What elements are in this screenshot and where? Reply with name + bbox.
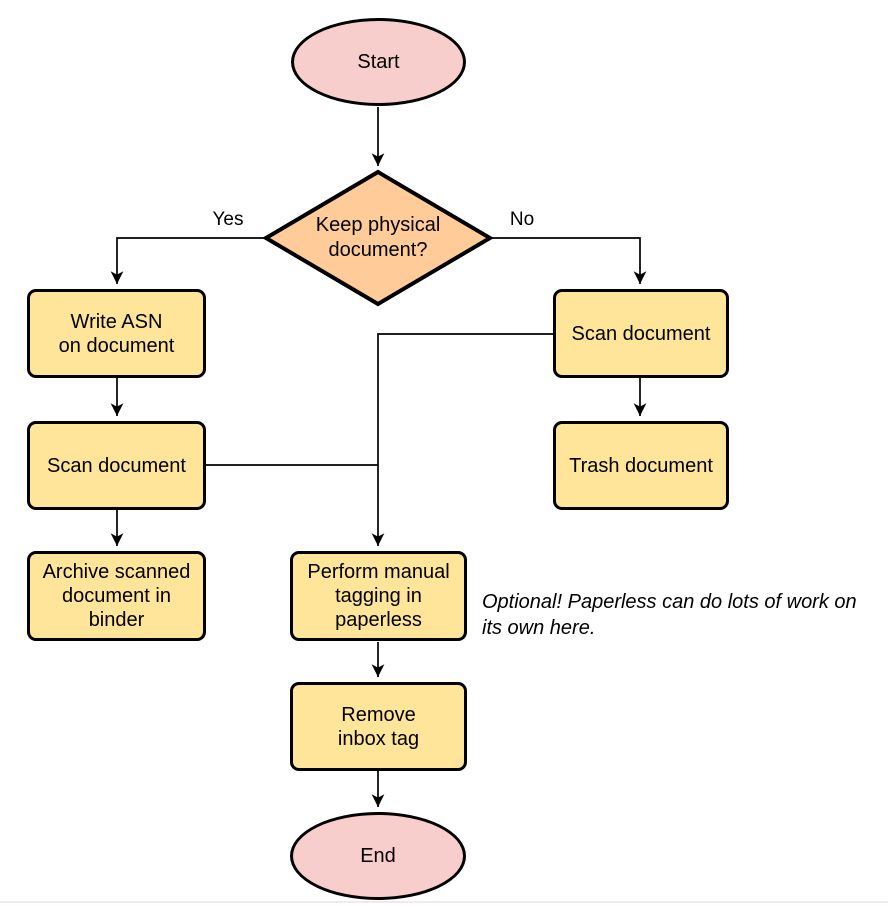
start-node: Start <box>291 18 466 106</box>
edge-decision-yes-to-write-asn <box>110 237 266 284</box>
end-node: End <box>290 812 466 900</box>
scan-document-left-node: Scan document <box>27 421 206 510</box>
write-asn-node-label: Write ASN on document <box>58 310 175 357</box>
edge-decision-no-to-scan-right <box>490 237 647 284</box>
tagging-node-label: Perform manual tagging in paperless <box>307 561 450 631</box>
start-node-label: Start <box>357 51 400 73</box>
scan-document-left-node-label: Scan document <box>47 454 186 477</box>
decision-node-label: Keep physical document? <box>315 214 441 261</box>
remove-inbox-tag-node-label: Remove inbox tag <box>337 703 420 750</box>
edge-scan-right-to-tagging <box>371 333 553 546</box>
decision-node: Keep physical document? <box>266 172 490 304</box>
end-node-label: End <box>360 845 396 867</box>
archive-node: Archive scanned document in binder <box>27 551 206 641</box>
edge-label-no: No <box>509 209 535 230</box>
decision-diamond-shape <box>262 169 494 307</box>
trash-node-label: Trash document <box>569 454 713 477</box>
tagging-node: Perform manual tagging in paperless <box>290 551 467 641</box>
optional-annotation: Optional! Paperless can do lots of work … <box>482 591 857 639</box>
write-asn-node: Write ASN on document <box>27 289 206 378</box>
trash-node: Trash document <box>553 421 729 510</box>
remove-inbox-tag-node: Remove inbox tag <box>290 682 467 771</box>
scan-document-right-node-label: Scan document <box>571 322 711 345</box>
archive-node-label: Archive scanned document in binder <box>42 561 191 631</box>
scan-document-right-node: Scan document <box>553 289 729 378</box>
canvas-bottom-divider <box>0 901 888 903</box>
edge-label-yes: Yes <box>212 209 244 230</box>
